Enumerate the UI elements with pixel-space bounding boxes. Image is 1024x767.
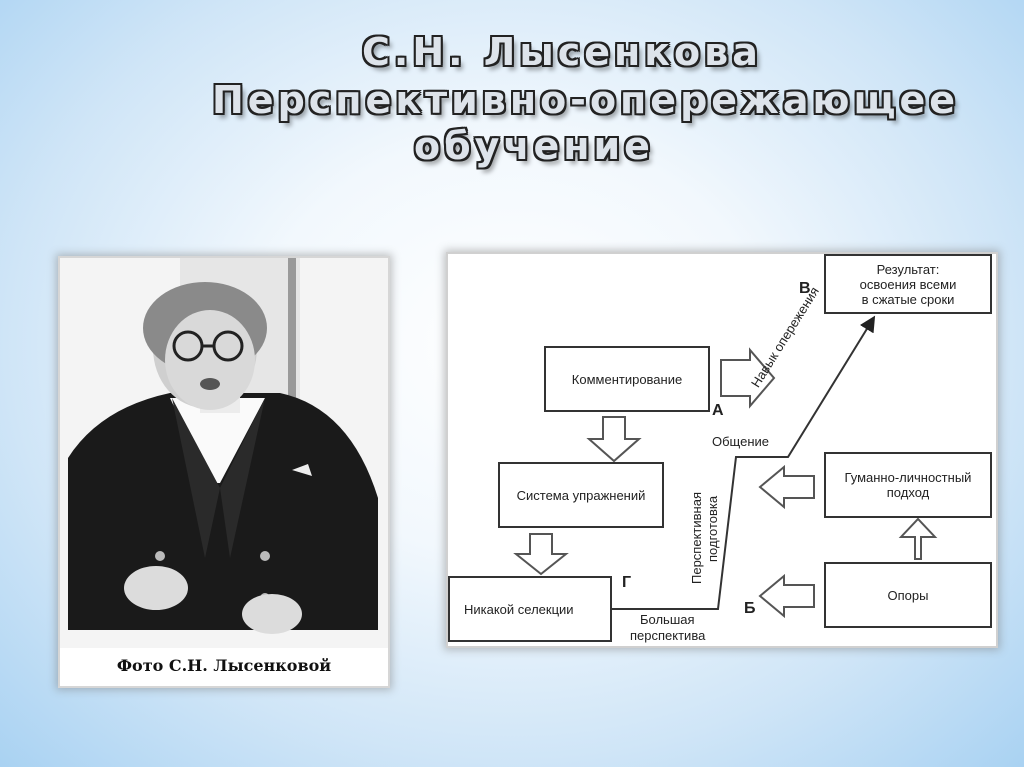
humane-line-2: подход	[886, 485, 930, 500]
prep-line-2: подготовка	[705, 495, 720, 562]
letter-v: В	[799, 280, 811, 297]
humane-approach-box: Гуманно-личностный подход	[824, 452, 992, 518]
supports-box: Опоры	[824, 562, 992, 628]
exercises-box: Система упражнений	[498, 462, 664, 528]
big-perspective-label: Большая перспектива	[630, 612, 705, 644]
result-line-1: Результат:	[876, 261, 940, 277]
diagram-lines	[513, 315, 938, 619]
prep-line-1: Перспективная	[689, 492, 704, 584]
photo-card: Фото С.Н. Лысенковой	[60, 258, 388, 686]
communication-label: Общение	[712, 434, 770, 449]
big-line-1: Большая	[640, 612, 695, 627]
result-line-2: освоения всеми	[859, 276, 957, 292]
letter-b: Б	[744, 600, 756, 617]
commenting-box: Комментирование	[544, 346, 710, 412]
title-line-author: С.Н. Лысенкова	[362, 30, 762, 74]
result-box: Результат: освоения всеми в сжатые сроки	[824, 254, 992, 314]
slide-title: С.Н. Лысенкова Перспективно-опережающее …	[0, 0, 1024, 180]
letter-g: Г	[622, 574, 632, 591]
result-line-3: в сжатые сроки	[861, 291, 955, 307]
humane-line-1: Гуманно-личностный	[844, 470, 972, 485]
no-selection-box: Никакой селекции	[448, 576, 612, 642]
big-line-2: перспектива	[630, 628, 706, 643]
photo-caption: Фото С.Н. Лысенковой	[116, 656, 332, 675]
letter-a: А	[712, 402, 724, 419]
prospective-prep-label: Перспективная подготовка	[689, 492, 721, 584]
portrait-photo	[60, 258, 388, 648]
method-diagram: Комментирование Система упражнений Никак…	[448, 254, 996, 646]
title-line-method: Перспективно-опережающее	[212, 78, 960, 122]
title-line-learning: обучение	[414, 124, 654, 168]
